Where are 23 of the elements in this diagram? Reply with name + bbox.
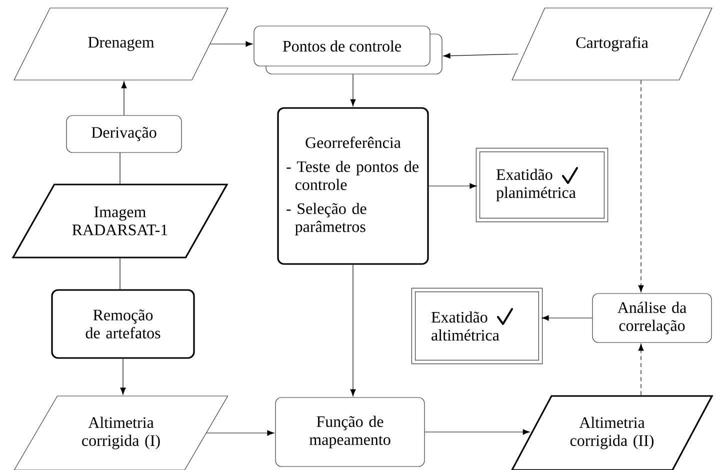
stacked-box: Pontos de controle xyxy=(254,26,442,74)
arrow xyxy=(350,74,356,106)
data-parallelogram: Altimetria corrigida (I) xyxy=(14,396,228,470)
arrow xyxy=(350,264,356,396)
result-box: Exatidão altimétrica xyxy=(411,288,543,364)
arrow xyxy=(120,358,126,395)
arrow xyxy=(428,183,477,189)
arrow xyxy=(638,80,644,292)
process-box: Derivação xyxy=(66,115,182,153)
process-box: Remoção de artefatos xyxy=(51,289,195,359)
arrow xyxy=(443,53,518,59)
data-parallelogram: Cartografia xyxy=(512,8,712,80)
arrow xyxy=(542,315,592,321)
arrow xyxy=(210,41,253,47)
arrow xyxy=(638,344,644,396)
process-box: Função de mapeamento xyxy=(275,397,425,467)
data-parallelogram: Drenagem xyxy=(14,8,228,80)
result-box: Exatidão planimétrica xyxy=(476,148,608,222)
process-box: Georreferência - Teste de pontos de controle - Seleção de parâmetros xyxy=(277,107,429,265)
process-box: Análise da correlação xyxy=(592,293,712,343)
arrow xyxy=(424,429,530,435)
arrow xyxy=(121,81,127,116)
arrow xyxy=(206,430,274,436)
